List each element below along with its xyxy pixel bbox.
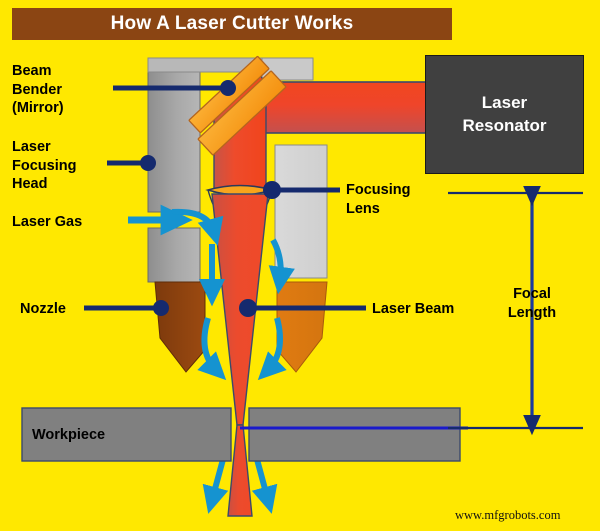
label-laser-gas: Laser Gas <box>12 214 83 230</box>
label-laser-beam: Laser Beam <box>372 301 455 317</box>
leader-nozzle <box>84 300 169 316</box>
laser-focusing-head-housing <box>147 57 201 283</box>
label-beam-bender: Beam Bender (Mirror) <box>12 63 64 117</box>
label-nozzle: Nozzle <box>20 301 66 317</box>
leader-focusing-head <box>107 155 156 171</box>
diverging-laser-beam <box>227 424 253 517</box>
label-focusing-lens: Focusing Lens <box>346 182 411 217</box>
label-workpiece: Workpiece <box>32 427 106 443</box>
leader-laser-beam <box>239 299 366 317</box>
leader-focusing-lens <box>263 181 340 199</box>
gas-flow-arrows-right <box>257 238 295 381</box>
horizontal-laser-beam <box>264 81 428 134</box>
gas-flow-arrows-left <box>171 208 227 381</box>
diagram-title-bar: How A Laser Cutter Works <box>12 8 452 40</box>
footer-watermark: www.mfgrobots.com <box>455 508 561 522</box>
head-right-lower-block <box>274 144 328 279</box>
laser-resonator-label: Laser Resonator <box>462 93 547 135</box>
page-title: How A Laser Cutter Works <box>110 13 354 34</box>
workpiece <box>21 407 461 462</box>
label-laser-focusing-head: Laser Focusing Head <box>12 139 77 193</box>
leader-beam-bender <box>113 80 236 96</box>
label-focal-length: Focal Length <box>507 286 557 321</box>
laser-resonator-box: Laser Resonator <box>425 55 584 174</box>
